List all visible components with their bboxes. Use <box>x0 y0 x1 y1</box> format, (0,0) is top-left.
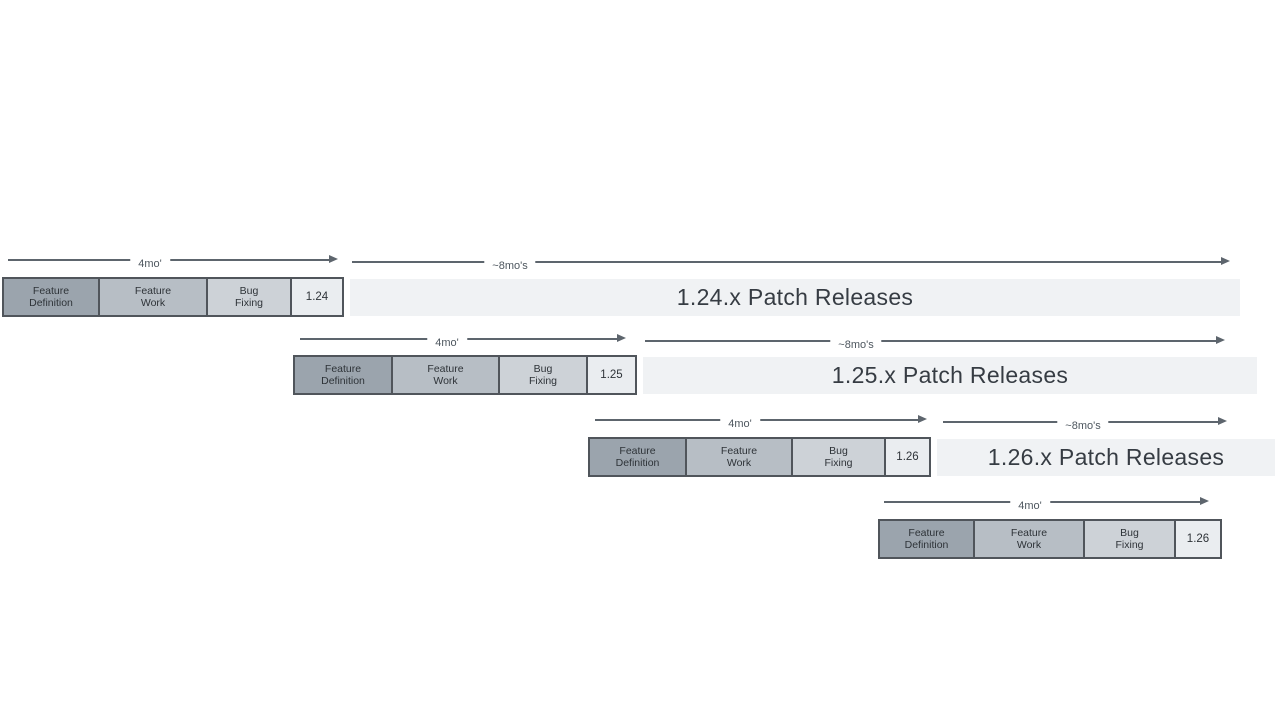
phase-label-line: Feature <box>134 285 172 297</box>
phase-label-line: Bug <box>1120 527 1139 539</box>
phase-label-line: Work <box>1016 539 1042 551</box>
four-month-arrow: 4mo' <box>8 255 338 270</box>
feature-work-box: Feature Work <box>98 277 208 317</box>
patch-releases-bar-1-26: 1.26.x Patch Releases <box>937 439 1275 476</box>
phase-label-line: Work <box>433 375 458 387</box>
feature-definition-box: Feature Definition <box>2 277 100 317</box>
dev-cycle-boxes-1-24: Feature Definition Feature Work Bug Fixi… <box>2 277 344 317</box>
version-box: 1.26 <box>884 437 931 477</box>
bug-fixing-box: Bug Fixing <box>498 355 588 395</box>
eight-months-arrow: ~8mo's <box>352 257 1230 272</box>
patch-releases-bar-1-24: 1.24.x Patch Releases <box>350 279 1240 316</box>
phase-label-line: Fixing <box>528 375 557 387</box>
four-month-arrow: 4mo' <box>595 415 927 430</box>
phase-label-line: Fixing <box>824 457 853 469</box>
version-label: 1.26 <box>896 451 919 463</box>
eight-months-arrow: ~8mo's <box>645 336 1225 351</box>
phase-label-line: Work <box>726 457 752 469</box>
phase-label-line: Fixing <box>234 297 263 309</box>
eight-months-label: ~8mo's <box>484 257 536 272</box>
phase-label-line: Definition <box>904 539 949 551</box>
eight-months-arrow: ~8mo's <box>943 417 1227 432</box>
feature-work-box: Feature Work <box>685 437 793 477</box>
version-label: 1.24 <box>305 291 329 303</box>
phase-label-line: Definition <box>615 457 660 469</box>
four-month-arrow: 4mo' <box>300 334 626 349</box>
patch-releases-label: 1.25.x Patch Releases <box>831 362 1069 388</box>
eight-months-label: ~8mo's <box>1057 417 1109 432</box>
four-month-label: 4mo' <box>130 255 170 270</box>
phase-label-line: Bug <box>829 445 848 457</box>
bug-fixing-box: Bug Fixing <box>1083 519 1176 559</box>
four-month-arrow: 4mo' <box>884 497 1209 512</box>
phase-label-line: Work <box>140 297 166 309</box>
four-month-label: 4mo' <box>720 415 760 430</box>
feature-definition-box: Feature Definition <box>588 437 687 477</box>
feature-definition-box: Feature Definition <box>878 519 975 559</box>
four-month-label: 4mo' <box>1010 497 1050 512</box>
feature-work-box: Feature Work <box>973 519 1085 559</box>
feature-work-box: Feature Work <box>391 355 500 395</box>
version-box: 1.26 <box>1174 519 1222 559</box>
phase-label-line: Feature <box>324 363 362 375</box>
dev-cycle-boxes-1-26: Feature Definition Feature Work Bug Fixi… <box>588 437 931 477</box>
four-month-label: 4mo' <box>427 334 467 349</box>
dev-cycle-boxes-next: Feature Definition Feature Work Bug Fixi… <box>878 519 1222 559</box>
patch-releases-bar-1-25: 1.25.x Patch Releases <box>643 357 1257 394</box>
version-box: 1.25 <box>586 355 637 395</box>
phase-label-line: Definition <box>29 297 73 309</box>
version-label: 1.26 <box>1186 533 1210 545</box>
version-box: 1.24 <box>290 277 344 317</box>
phase-label-line: Feature <box>619 445 656 457</box>
patch-releases-label: 1.26.x Patch Releases <box>987 444 1225 470</box>
phase-label-line: Feature <box>1010 527 1048 539</box>
phase-label-line: Feature <box>427 363 464 375</box>
dev-cycle-boxes-1-25: Feature Definition Feature Work Bug Fixi… <box>293 355 637 395</box>
phase-label-line: Feature <box>32 285 70 297</box>
patch-releases-label: 1.24.x Patch Releases <box>676 284 914 310</box>
phase-label-line: Fixing <box>1115 539 1144 551</box>
phase-label-line: Feature <box>720 445 758 457</box>
eight-months-label: ~8mo's <box>830 336 882 351</box>
phase-label-line: Feature <box>908 527 945 539</box>
phase-label-line: Bug <box>239 285 259 297</box>
version-label: 1.25 <box>600 369 623 381</box>
feature-definition-box: Feature Definition <box>293 355 393 395</box>
phase-label-line: Bug <box>533 363 553 375</box>
bug-fixing-box: Bug Fixing <box>791 437 886 477</box>
bug-fixing-box: Bug Fixing <box>206 277 292 317</box>
phase-label-line: Definition <box>321 375 365 387</box>
